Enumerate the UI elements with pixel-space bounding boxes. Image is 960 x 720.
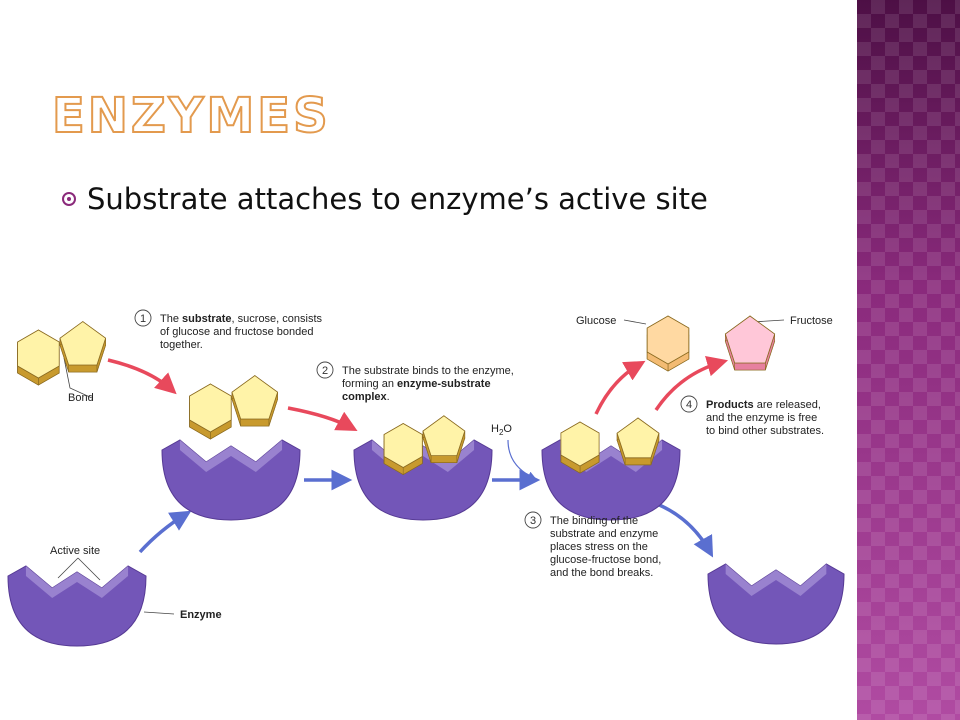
decorative-side-band xyxy=(857,0,960,720)
glucose-product xyxy=(646,315,690,372)
sucrose-substrate-1-fructose xyxy=(59,321,107,373)
sucrose-substrate-1 xyxy=(17,321,107,386)
sucrose-substrate-2 xyxy=(189,375,279,440)
fructose-label: Fructose xyxy=(790,315,833,327)
step-number-badge xyxy=(134,309,152,327)
water-arrow xyxy=(507,439,537,480)
red-arrow-fructose-release xyxy=(654,355,729,411)
glucose-label: Glucose xyxy=(576,315,616,327)
bullet-text: Substrate attaches to enzyme’s active si… xyxy=(87,182,708,216)
enzyme-reaction-diagram: Bond Active site Enzyme Glucose Fructose… xyxy=(7,309,845,647)
step-caption-line: substrate and enzyme xyxy=(550,528,658,540)
diagram-labels: Bond Active site Enzyme Glucose Fructose… xyxy=(50,315,833,621)
step-caption-line: and the bond breaks. xyxy=(550,567,653,579)
step-caption-line: The binding of the xyxy=(550,515,638,527)
step-number: 4 xyxy=(686,399,692,411)
step-number-badge xyxy=(680,395,698,413)
step-number: 1 xyxy=(140,313,146,325)
step-caption-line: and the enzyme is free xyxy=(706,412,817,424)
reaction-arrows xyxy=(107,355,729,558)
step-2-caption: 2 The substrate binds to the enzyme,formi… xyxy=(316,361,514,403)
bound-substrate-fructose xyxy=(422,415,466,464)
fructose-product xyxy=(724,315,776,371)
sucrose-substrate-2-fructose xyxy=(231,375,279,427)
step-caption-line: complex. xyxy=(342,391,390,403)
step-caption-line: The substrate binds to the enzyme, xyxy=(342,365,514,377)
step-number: 3 xyxy=(530,515,536,527)
step-caption-line: Products are released, xyxy=(706,399,821,411)
water-label: H2O xyxy=(491,423,512,437)
step-caption-line: to bind other substrates. xyxy=(706,425,824,437)
enzyme-substrate-complex xyxy=(353,439,493,521)
bond-label: Bond xyxy=(68,392,94,404)
enzyme-free xyxy=(707,563,845,645)
bound-glucose xyxy=(560,421,600,474)
bound-substrate xyxy=(383,415,466,476)
step-caption-line: of glucose and fructose bonded xyxy=(160,326,314,338)
step-caption-line: together. xyxy=(160,339,203,351)
leader-lines xyxy=(57,319,785,615)
step-caption-line: forming an enzyme-substrate xyxy=(342,378,491,390)
step-number: 2 xyxy=(322,365,328,377)
target-bullet-icon xyxy=(62,192,76,206)
red-arrow-substrate-approach xyxy=(107,358,177,395)
step-caption-line: The substrate, sucrose, consists xyxy=(160,313,323,325)
step-caption-line: glucose-fructose bond, xyxy=(550,554,661,566)
sucrose-substrate-2-glucose xyxy=(189,383,232,440)
blue-arrow-enzyme-rise xyxy=(138,510,192,554)
active-site-label: Active site xyxy=(50,545,100,557)
step-caption-line: places stress on the xyxy=(550,541,648,553)
bullet-item: Substrate attaches to enzyme’s active si… xyxy=(62,182,708,216)
step-4-caption: 4 Products are released,and the enzyme is… xyxy=(680,395,824,437)
step-number-badge xyxy=(316,361,334,379)
red-arrow-substrate-binding xyxy=(287,406,358,432)
bound-substrate-glucose xyxy=(383,422,423,476)
blue-arrow-enzyme-release xyxy=(651,500,714,558)
step-number-badge xyxy=(524,511,542,529)
bound-fructose xyxy=(616,417,660,466)
enzyme-empty-1 xyxy=(161,439,301,521)
sucrose-substrate-1-glucose xyxy=(17,329,60,386)
slide-title: Enzymes xyxy=(51,88,331,144)
enzyme-label: Enzyme xyxy=(180,609,222,621)
enzyme-initial xyxy=(7,565,147,647)
red-arrow-glucose-release xyxy=(594,360,646,415)
